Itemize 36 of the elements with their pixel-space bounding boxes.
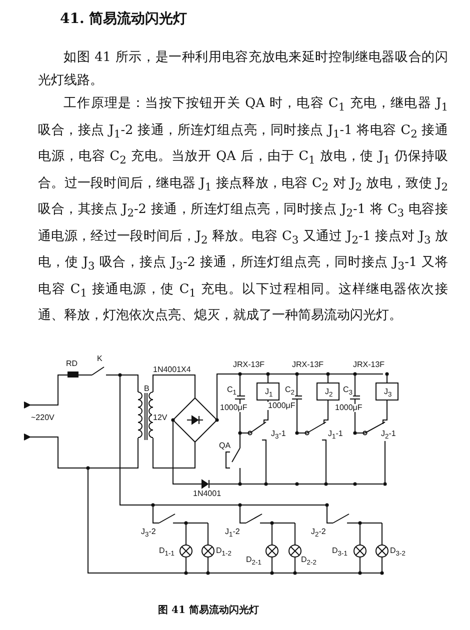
component-label: K	[96, 355, 104, 363]
component-label: QA	[218, 442, 232, 450]
body-paragraph: 如图 41 所示，是一种利用电容充放电来延时控制继电器吸合的闪光灯线路。	[38, 49, 448, 90]
component-label: J$_{1}$	[264, 388, 274, 400]
component-label: D$_{2-2}$	[300, 556, 318, 568]
component-label: D$_{1-1}$	[158, 547, 176, 558]
component-label: B	[143, 385, 150, 393]
component-label: J$_{3}$-1	[270, 430, 287, 442]
component-label: D$_{3-1}$	[331, 547, 348, 558]
component-label: J$_{2}$-1	[380, 430, 397, 442]
component-label: D$_{3-2}$	[389, 547, 406, 558]
body-paragraph: 工作原理是：当按下按钮开关 QA 时，电容 C$_{1}$ 充电，继电器 J$_{1}$ 吸合，接点 J$_{1}$-2 接通，所连灯组点亮，同时接点 J$_{1}$-1 将电容 C$_{2}$ 接通电源，电容 C$_{2}$ 充电。当放开 QA 后，由于 C$_{1}$ 放电，使 J$_{1}$ 仍保持吸合。过一段时间后，继电器 J$_{1}$ 接点释放，电容 C$_{2}$ 对 J$_{2}$ 放电，致使 J$_{2}$ 吸合，其接点 J$_{2}$-2 接通，所连灯组点亮，同时接点 J$_{2}$-1 将 C$_{3}$ 电容接通电源，经过一段时间后，J$_{2}$ 释放。电容 C$_{3}$ 又通过 J$_{2}$-1 接点对 J$_{3}$ 放电，使 J$_{3}$ 吸合，接点 J$_{3}$-2 接通，所连灯组点亮，同时接点 J$_{3}$-1 又将电容 C$_{1}$ 接通电源，使 C$_{1}$ 充电。以下过程相同。这样继电器依次接通、释放，灯泡依次点亮、熄灭，就成了一种简易流动闪光灯。	[38, 95, 448, 326]
component-label: J$_{1}$-2	[224, 528, 241, 540]
component-label: 1N4001	[192, 490, 222, 498]
figure-caption: 图 41 简易流动闪光灯	[158, 603, 259, 617]
component-label: RD	[65, 360, 79, 368]
component-label: 12V	[152, 414, 168, 422]
component-label: J$_{1}$-1	[327, 430, 344, 442]
component-label: J$_{2}$	[324, 388, 334, 400]
component-label: C$_{3}$	[342, 386, 354, 398]
component-label: C$_{1}$	[226, 386, 238, 398]
component-label: J$_{2}$-2	[310, 528, 327, 540]
component-label: 1000μF	[219, 404, 248, 412]
component-label: 1N4001X4	[152, 366, 192, 374]
component-label: 1000μF	[334, 404, 364, 412]
component-label: JRX-13F	[232, 361, 266, 369]
component-label: C$_{2}$	[284, 386, 296, 398]
component-label: ~220V	[30, 414, 56, 422]
component-label: D$_{2-1}$	[245, 556, 262, 568]
component-label: J$_{3}$-2	[140, 528, 157, 540]
component-label: JRX-13F	[352, 361, 386, 369]
section-heading: 41. 简易流动闪光灯	[60, 10, 188, 28]
component-label: J$_{3}$	[383, 388, 393, 400]
component-label: JRX-13F	[291, 361, 325, 369]
component-label: D$_{1-2}$	[215, 547, 232, 558]
component-label: 1000μF	[267, 402, 296, 410]
